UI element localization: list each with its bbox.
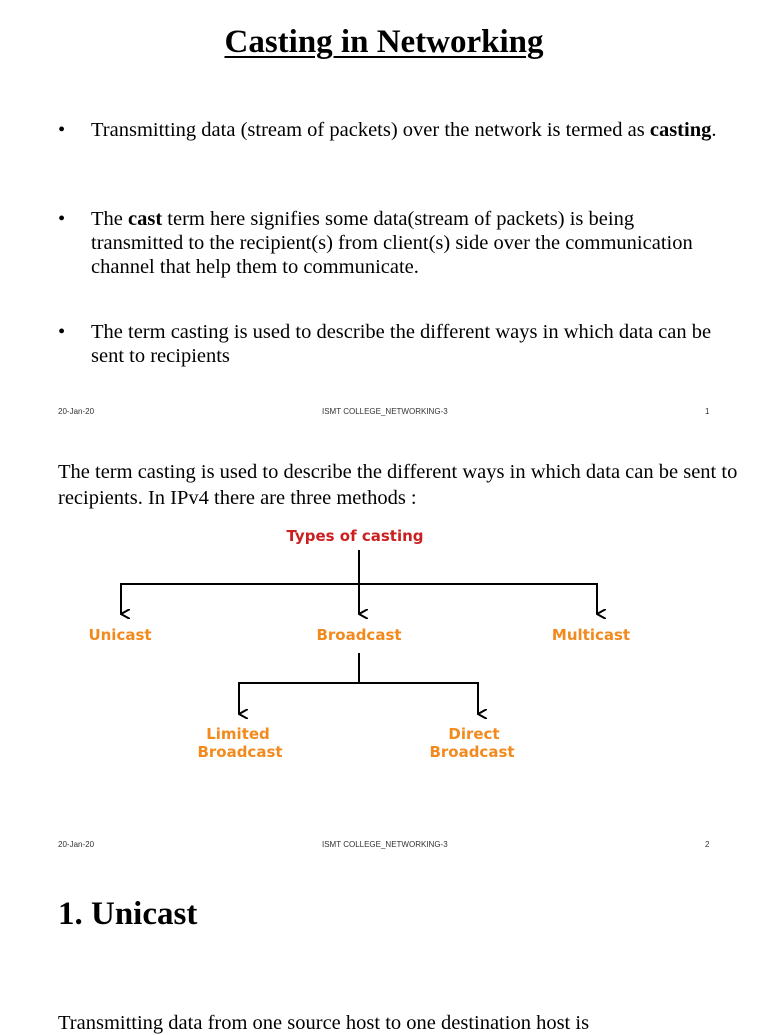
intro-paragraph: The term casting is used to describe the… bbox=[58, 461, 738, 509]
bullet-text: Transmitting data (stream of packets) ov… bbox=[91, 119, 717, 141]
slide-title: Casting in Networking bbox=[224, 24, 544, 60]
bullet-item: • The term casting is used to describe t… bbox=[58, 320, 728, 368]
bullet-item: • Transmitting data (stream of packets) … bbox=[58, 118, 728, 142]
node-direct-line2: Broadcast bbox=[429, 743, 514, 761]
footer-date: 20-Jan-20 bbox=[58, 840, 95, 849]
node-limited-line1: Limited bbox=[206, 725, 270, 743]
footer-center: ISMT COLLEGE_NETWORKING-3 bbox=[322, 840, 448, 849]
bullet-text: The cast term here signifies some data(s… bbox=[91, 208, 693, 278]
bullet-item: • The cast term here signifies some data… bbox=[58, 207, 728, 279]
footer-page: 1 bbox=[705, 407, 710, 416]
bullet-dot: • bbox=[58, 119, 66, 141]
node-unicast: Unicast bbox=[88, 626, 151, 644]
node-limited-line2: Broadcast bbox=[197, 743, 282, 761]
footer-date: 20-Jan-20 bbox=[58, 407, 95, 416]
node-broadcast: Broadcast bbox=[316, 626, 401, 644]
bullet-dot: • bbox=[58, 208, 66, 230]
node-multicast: Multicast bbox=[552, 626, 630, 644]
diagram-root: Types of casting bbox=[286, 527, 423, 545]
diagram-connectors bbox=[120, 550, 598, 714]
footer-center: ISMT COLLEGE_NETWORKING-3 bbox=[322, 407, 448, 416]
bullet-text: The term casting is used to describe the… bbox=[91, 321, 712, 367]
node-direct-line1: Direct bbox=[448, 725, 499, 743]
footer-page: 2 bbox=[705, 840, 710, 849]
section-heading: 1. Unicast bbox=[58, 896, 198, 932]
bullet-dot: • bbox=[58, 321, 66, 343]
